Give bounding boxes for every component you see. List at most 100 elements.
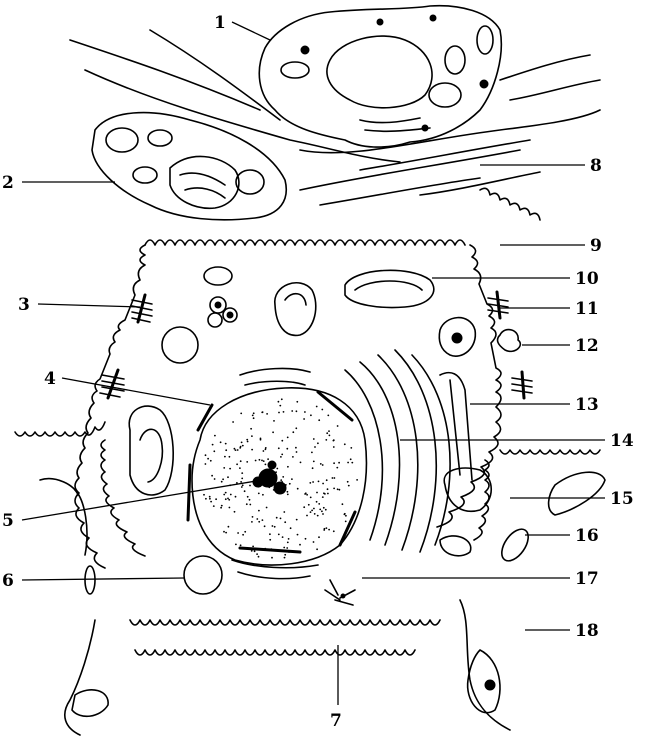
chromatin-dot <box>328 528 330 531</box>
chromatin-dot <box>228 455 231 458</box>
chromatin-dot <box>311 467 314 470</box>
chromatin-dot <box>272 489 275 491</box>
granules <box>39 266 606 595</box>
chromatin-dot <box>224 455 226 458</box>
label-13: 13 <box>575 395 599 415</box>
chromatin-dot <box>223 493 226 496</box>
chromatin-dot <box>286 436 289 439</box>
chromatin-dot <box>295 410 298 413</box>
lower-neighbour-cells <box>64 599 511 736</box>
chromatin-dot <box>281 453 284 456</box>
chromatin-dot <box>220 506 223 509</box>
chromatin-dot <box>259 438 262 441</box>
chromatin-dot <box>277 533 280 536</box>
fibroblast-cell <box>258 4 503 148</box>
chromatin-dot <box>275 471 277 473</box>
chromatin-dot <box>264 447 267 449</box>
chromatin-dot <box>232 421 235 423</box>
chromatin-dot <box>212 505 215 507</box>
chromatin-dot <box>346 480 349 483</box>
chromatin-dot <box>312 460 315 463</box>
chromatin-dot <box>258 520 261 523</box>
chromatin-dot <box>269 533 271 536</box>
chromatin-dot <box>214 434 216 437</box>
chromatin-dot <box>205 497 207 500</box>
chromatin-dot <box>250 427 253 430</box>
chromatin-dot <box>271 556 273 559</box>
chromatin-dot <box>252 545 255 548</box>
chromatin-dot <box>281 481 283 483</box>
chromatin-dot <box>251 435 253 437</box>
chromatin-dot <box>336 488 339 491</box>
main-cell-membrane <box>14 187 601 656</box>
chromatin-dot <box>284 521 287 524</box>
chromatin-dot <box>236 463 239 466</box>
chromatin-dot <box>283 556 286 559</box>
chromatin-dot <box>248 498 251 501</box>
chromatin-dot <box>338 488 341 491</box>
chromatin-dot <box>227 525 230 528</box>
chromatin-dot <box>249 503 252 506</box>
chromatin-dot <box>262 460 265 462</box>
chromatin-dot <box>309 496 312 499</box>
chromatin-dot <box>281 536 284 538</box>
chromatin-dot <box>285 484 287 486</box>
chromatin-dot <box>286 493 289 496</box>
chromatin-dot <box>292 456 294 458</box>
chromatin-dot <box>250 550 253 552</box>
chromatin-dots <box>203 398 358 559</box>
chromatin-dot <box>332 530 335 533</box>
chromatin-dot <box>315 500 318 503</box>
chromatin-dot <box>251 521 253 523</box>
chromatin-dot <box>211 443 214 446</box>
label-12: 12 <box>575 336 599 356</box>
chromatin-dot <box>322 482 324 485</box>
chromatin-dot <box>309 482 312 484</box>
chromatin-dot <box>347 461 349 464</box>
chromatin-dot <box>256 518 259 520</box>
chromatin-dot <box>325 479 328 482</box>
chromatin-dot <box>267 472 270 475</box>
chromatin-dot <box>304 537 307 540</box>
chromatin-dot <box>321 464 324 466</box>
chromatin-dot <box>299 461 302 464</box>
chromatin-dot <box>251 448 254 451</box>
chromatin-dot <box>245 503 248 506</box>
chromatin-dot <box>323 492 325 495</box>
chromatin-dot <box>349 458 352 461</box>
chromatin-dot <box>257 492 260 495</box>
collagen-fibers <box>69 29 601 206</box>
chromatin-dot <box>296 533 299 536</box>
label-14: 14 <box>610 431 634 451</box>
chromatin-dot <box>321 408 324 411</box>
chromatin-dot <box>252 417 255 420</box>
chromatin-dot <box>336 466 339 469</box>
chromatin-dot <box>254 459 257 462</box>
chromatin-dot <box>283 546 286 549</box>
chromatin-dot <box>318 503 321 505</box>
chromatin-dot <box>326 488 329 491</box>
chromatin-dot <box>350 447 353 449</box>
chromatin-dot <box>224 498 227 501</box>
chromatin-dot <box>327 492 329 495</box>
chromatin-dot <box>273 420 275 422</box>
chromatin-dot <box>313 507 315 510</box>
chromatin-dot <box>316 548 318 551</box>
chromatin-dot <box>239 467 241 469</box>
chromatin-dot <box>341 503 344 506</box>
chromatin-dot <box>207 457 210 460</box>
chromatin-dot <box>229 493 232 496</box>
chromatin-dot <box>311 509 313 512</box>
chromatin-dot <box>255 478 258 481</box>
chromatin-dot <box>234 495 237 498</box>
chromatin-dot <box>279 517 282 520</box>
label-3: 3 <box>18 295 30 315</box>
chromatin-dot <box>240 486 243 488</box>
chromatin-dot <box>229 467 232 470</box>
chromatin-dot <box>261 519 264 521</box>
label-18: 18 <box>575 621 599 641</box>
chromatin-dot <box>272 431 274 434</box>
chromatin-dot <box>241 484 244 487</box>
chromatin-dot <box>239 460 242 463</box>
